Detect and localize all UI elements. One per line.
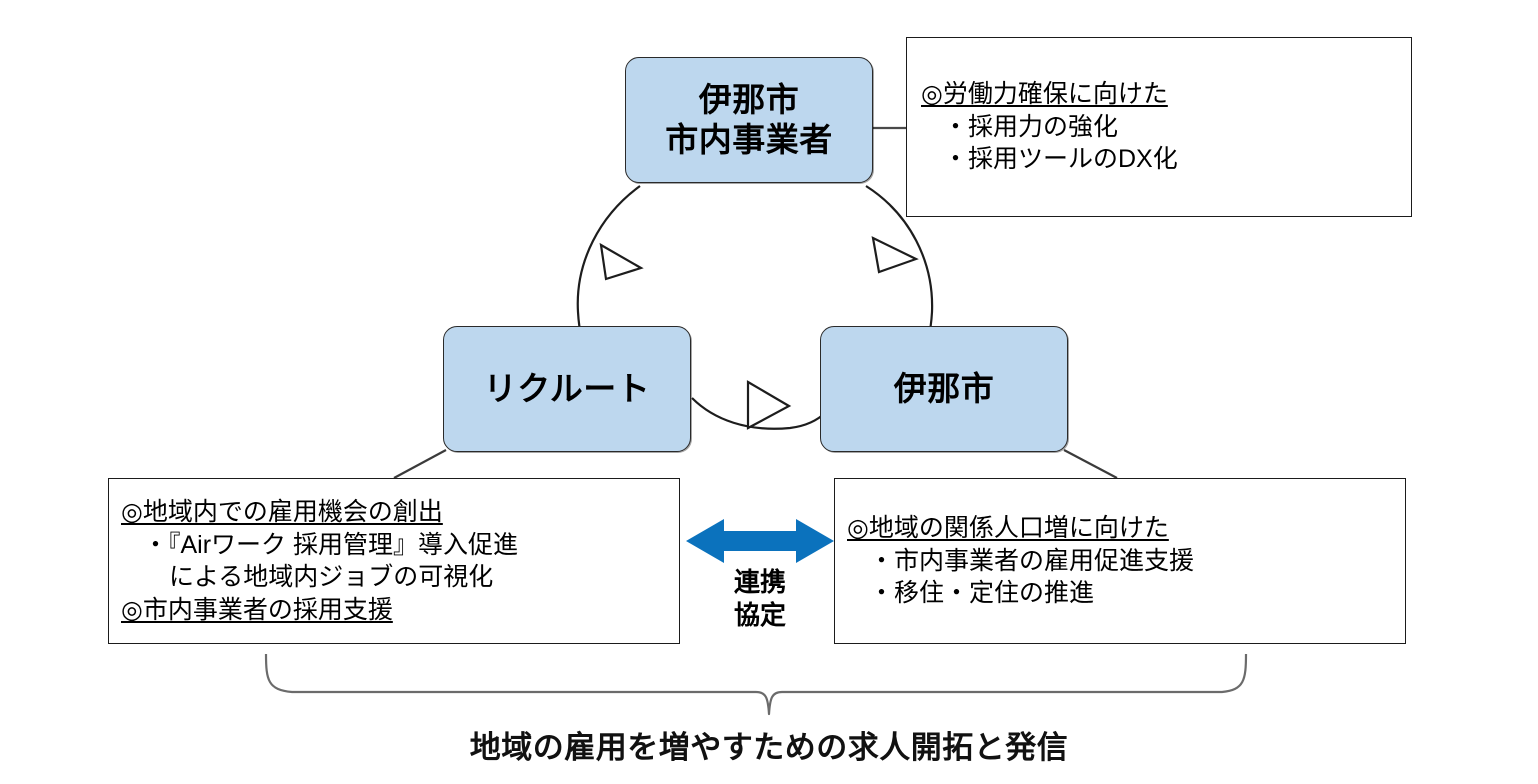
- node-left-label: リクルート: [483, 369, 651, 407]
- detail-box-recruit-actions: ◎地域内での雇用機会の創出 ・『Airワーク 採用管理』導入促進 による地域内ジ…: [108, 478, 680, 644]
- detail-bottom-right-bullet-2: ・移住・定住の推進: [869, 579, 1095, 608]
- double-arrow-horizontal-icon: [686, 519, 834, 563]
- link-label-partnership: 連携 協定: [686, 566, 834, 631]
- node-inashi-city[interactable]: 伊那市: [820, 326, 1068, 452]
- cycle-arrow-head-top-to-left: [599, 242, 644, 281]
- detail-bottom-left-heading-2: ◎市内事業者の採用支援: [121, 595, 393, 624]
- detail-box-city-actions: ◎地域の関係人口増に向けた ・市内事業者の雇用促進支援 ・移住・定住の推進: [834, 478, 1406, 644]
- node-top-line1: 伊那市: [698, 80, 800, 118]
- detail-bottom-left-bullet-2: による地域内ジョブの可視化: [169, 563, 494, 591]
- node-right-label: 伊那市: [893, 369, 995, 407]
- cycle-arrow-head-left-to-right: [746, 380, 792, 430]
- cycle-arrow-head-right-to-top: [871, 236, 919, 274]
- detail-bottom-left-bullet-1: ・『Airワーク 採用管理』導入促進: [143, 530, 519, 559]
- detail-box-workforce: ◎労働力確保に向けた ・採用力の強化 ・採用ツールのDX化: [906, 37, 1412, 217]
- bottom-brace: [264, 653, 1248, 716]
- node-recruit[interactable]: リクルート: [443, 326, 691, 452]
- detail-bottom-left-heading: ◎地域内での雇用機会の創出: [121, 498, 443, 526]
- connector-left-node-to-detail: [393, 449, 447, 479]
- detail-bottom-right-bullet-1: ・市内事業者の雇用促進支援: [869, 546, 1195, 575]
- node-inashi-local-businesses[interactable]: 伊那市 市内事業者: [625, 57, 873, 183]
- detail-top-right-heading: ◎労働力確保に向けた: [921, 80, 1168, 109]
- detail-top-right-bullet-2: ・採用ツールのDX化: [943, 145, 1178, 174]
- link-label-line2: 協定: [733, 599, 786, 630]
- node-top-line2: 市内事業者: [665, 121, 833, 158]
- detail-top-right-bullet-1: ・採用力の強化: [943, 112, 1119, 141]
- connector-right-node-to-detail: [1063, 449, 1118, 479]
- detail-bottom-right-heading: ◎地域の関係人口増に向けた: [847, 514, 1169, 543]
- link-label-line1: 連携: [733, 567, 786, 597]
- bottom-caption: 地域の雇用を増やすための求人開拓と発信: [469, 730, 1069, 765]
- cycle-arc-left-to-right: [691, 397, 827, 430]
